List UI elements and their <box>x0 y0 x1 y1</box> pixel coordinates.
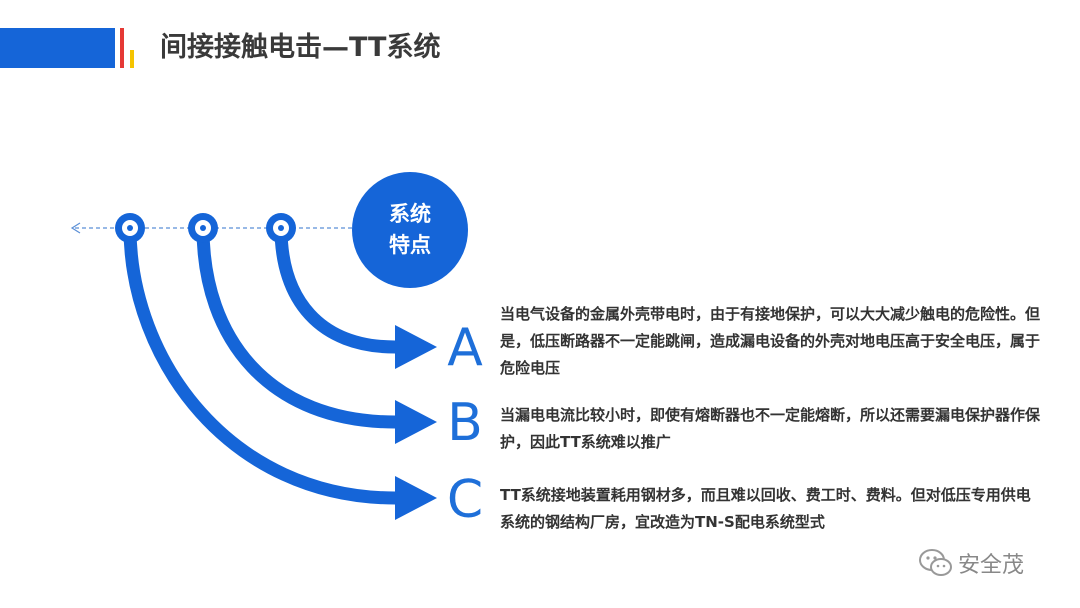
arrowhead-b <box>395 400 437 444</box>
feature-badge-circle <box>352 172 468 288</box>
item-text-c: TT系统接地装置耗用钢材多，而且难以回收、费工时、费料。但对低压专用供电系统的钢… <box>500 486 1031 531</box>
title-accent-bar <box>0 28 115 68</box>
item-letter-c: C <box>446 470 484 530</box>
curve-arrow-b <box>196 227 396 429</box>
badge-line-1: 系统 <box>389 202 431 226</box>
badge-line-2: 特点 <box>389 233 431 257</box>
item-text-a: 当电气设备的金属外壳带电时，由于有接地保护，可以大大减少触电的危险性。但是，低压… <box>500 305 1041 377</box>
origin-dot-b <box>188 213 218 243</box>
origin-dot-a <box>266 213 296 243</box>
item-letter-b: B <box>447 393 483 453</box>
item-text-b: 当漏电电流比较小时，即使有熔断器也不一定能熔断，所以还需要漏电保护器作保护，因此… <box>500 406 1041 451</box>
origin-dot-c <box>115 213 145 243</box>
guide-arrowhead <box>70 222 81 234</box>
title-accent-yellow <box>130 50 134 68</box>
watermark: 安全茂 <box>918 546 1024 580</box>
title-accent-red <box>120 28 124 68</box>
wechat-icon <box>919 549 952 576</box>
arrowhead-a <box>395 325 437 369</box>
arrowhead-c <box>395 476 437 520</box>
feature-badge-label: 系统 特点 <box>352 172 468 288</box>
curve-arrow-c <box>123 227 396 505</box>
watermark-text: 安全茂 <box>958 553 1025 578</box>
curve-arrow-a <box>274 227 396 354</box>
item-letter-a: A <box>447 318 483 378</box>
slide-title: 间接接触电击—TT系统 <box>160 32 441 63</box>
